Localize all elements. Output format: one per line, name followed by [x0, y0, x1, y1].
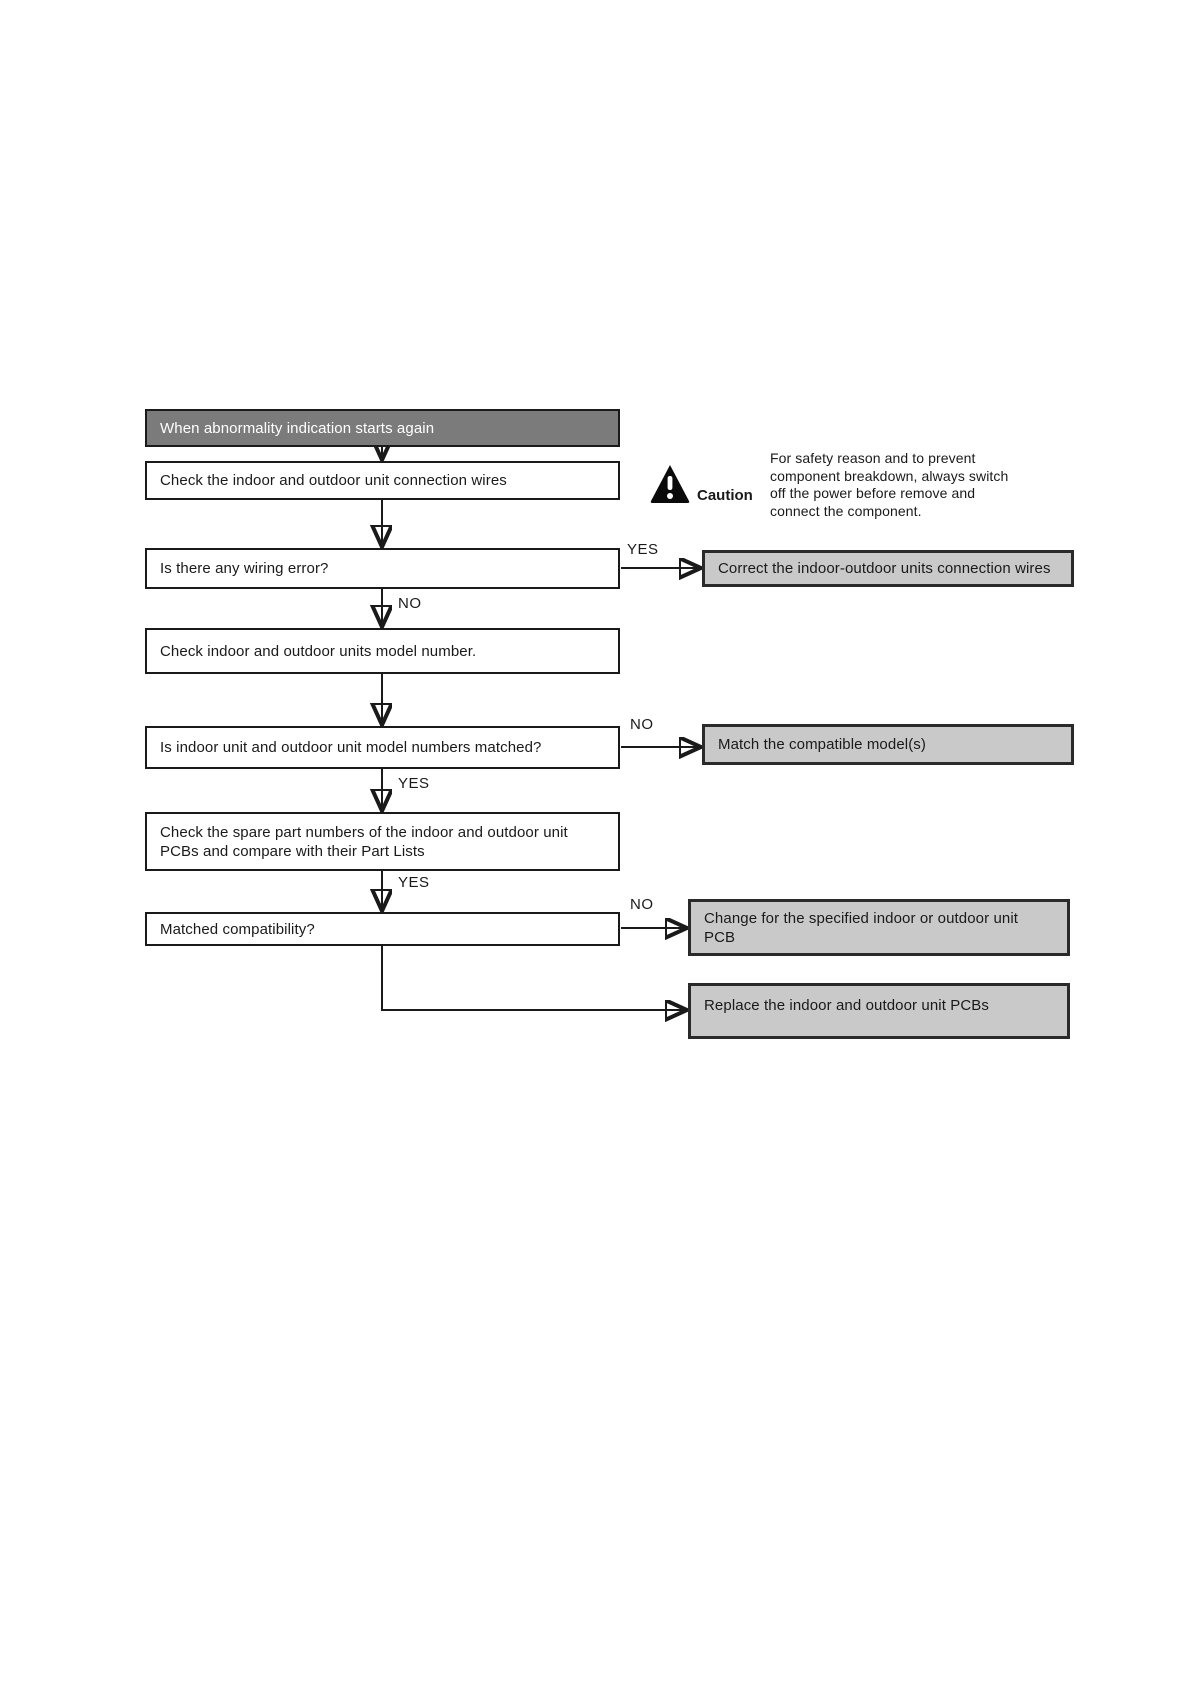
- node-wiring-error-label: Is there any wiring error?: [160, 560, 329, 577]
- node-wiring-error: Is there any wiring error?: [145, 548, 620, 589]
- node-match-model-label: Match the compatible model(s): [718, 736, 926, 753]
- node-check-spare-label: Check the spare part numbers of the indo…: [160, 823, 568, 860]
- caution-text: For safety reason and to prevent compone…: [770, 450, 1040, 520]
- node-match-model: Match the compatible model(s): [702, 724, 1074, 765]
- connector-matched-compat-to-replace-pcb: [381, 946, 684, 1010]
- edge-label-wiring-error-yes: YES: [627, 541, 659, 558]
- caution-text-line: For safety reason and to prevent: [770, 450, 976, 466]
- edge-label-wiring-error-no: NO: [398, 595, 422, 612]
- node-correct-wires: Correct the indoor-outdoor units connect…: [702, 550, 1074, 587]
- node-check-model: Check indoor and outdoor units model num…: [145, 628, 620, 674]
- edge-label-matched-compat-no: NO: [630, 896, 654, 913]
- node-start-label: When abnormality indication starts again: [160, 419, 435, 437]
- node-model-matched: Is indoor unit and outdoor unit model nu…: [145, 726, 620, 769]
- edge-label-model-matched-yes: YES: [398, 775, 430, 792]
- node-start: When abnormality indication starts again: [145, 409, 620, 447]
- node-correct-wires-label: Correct the indoor-outdoor units connect…: [718, 560, 1051, 577]
- node-change-pcb: Change for the specified indoor or outdo…: [688, 899, 1070, 956]
- node-change-pcb-label: Change for the specified indoor or outdo…: [704, 910, 1019, 946]
- node-model-matched-label: Is indoor unit and outdoor unit model nu…: [160, 739, 542, 756]
- edge-label-check-spare-yes: YES: [398, 874, 430, 891]
- caution-label: Caution: [697, 487, 753, 504]
- node-replace-pcb: Replace the indoor and outdoor unit PCBs: [688, 983, 1070, 1039]
- warning-triangle-icon: [650, 465, 690, 503]
- node-replace-pcb-label: Replace the indoor and outdoor unit PCBs: [704, 997, 990, 1014]
- caution-text-line: component breakdown, always switch: [770, 467, 1009, 484]
- node-check-wires: Check the indoor and outdoor unit connec…: [145, 461, 620, 500]
- node-check-wires-label: Check the indoor and outdoor unit connec…: [160, 472, 507, 489]
- node-matched-compat: Matched compatibility?: [145, 912, 620, 946]
- node-check-spare: Check the spare part numbers of the indo…: [145, 812, 620, 871]
- edge-label-model-matched-no: NO: [630, 716, 654, 733]
- caution-text-line: off the power before remove and: [770, 485, 976, 501]
- caution-text-line: connect the component.: [770, 502, 922, 519]
- node-matched-compat-label: Matched compatibility?: [160, 920, 315, 938]
- node-check-model-label: Check indoor and outdoor units model num…: [160, 642, 477, 660]
